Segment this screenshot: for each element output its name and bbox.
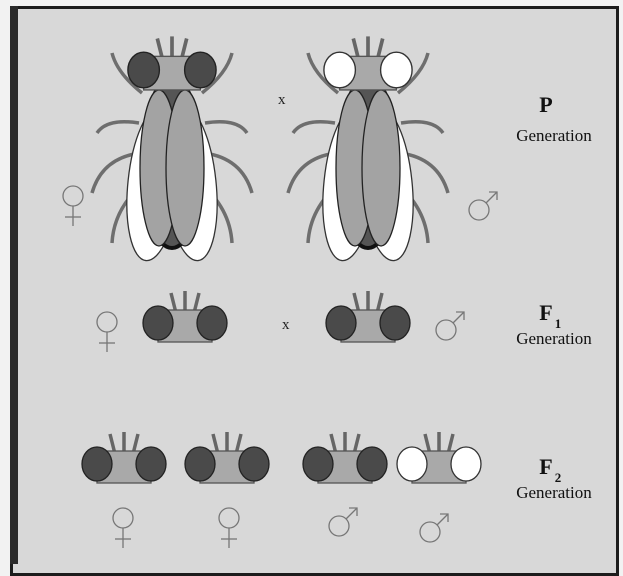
- f2-generation-label: Generation: [516, 483, 592, 502]
- genetics-cross-diagram: x P Generation x F 1 Generation: [0, 0, 623, 564]
- f2-generation-letter: F: [539, 454, 552, 479]
- f1-male-fly-head: [326, 291, 410, 342]
- f2-fly-head-3: [303, 432, 387, 483]
- f1-female-fly-head: [143, 291, 227, 342]
- f1-generation-letter: F: [539, 300, 552, 325]
- male-symbol-icon: [469, 192, 497, 220]
- f1-cross-symbol: x: [282, 317, 290, 333]
- p-generation-label: Generation: [516, 126, 592, 145]
- male-symbol-icon: [436, 312, 464, 340]
- male-symbol-icon: [420, 514, 448, 542]
- male-symbol-icon: [329, 508, 357, 536]
- f1-generation-label: Generation: [516, 329, 592, 348]
- female-symbol-icon: [63, 186, 83, 226]
- female-symbol-icon: [97, 312, 117, 352]
- p-male-fly: [288, 36, 448, 263]
- f2-fly-head-4: [397, 432, 481, 483]
- p-generation-letter: P: [539, 92, 552, 117]
- female-symbol-icon: [113, 508, 133, 548]
- f2-fly-head-2: [185, 432, 269, 483]
- p-cross-symbol: x: [278, 92, 286, 108]
- female-symbol-icon: [219, 508, 239, 548]
- p-female-fly: [92, 36, 252, 263]
- f2-fly-head-1: [82, 432, 166, 483]
